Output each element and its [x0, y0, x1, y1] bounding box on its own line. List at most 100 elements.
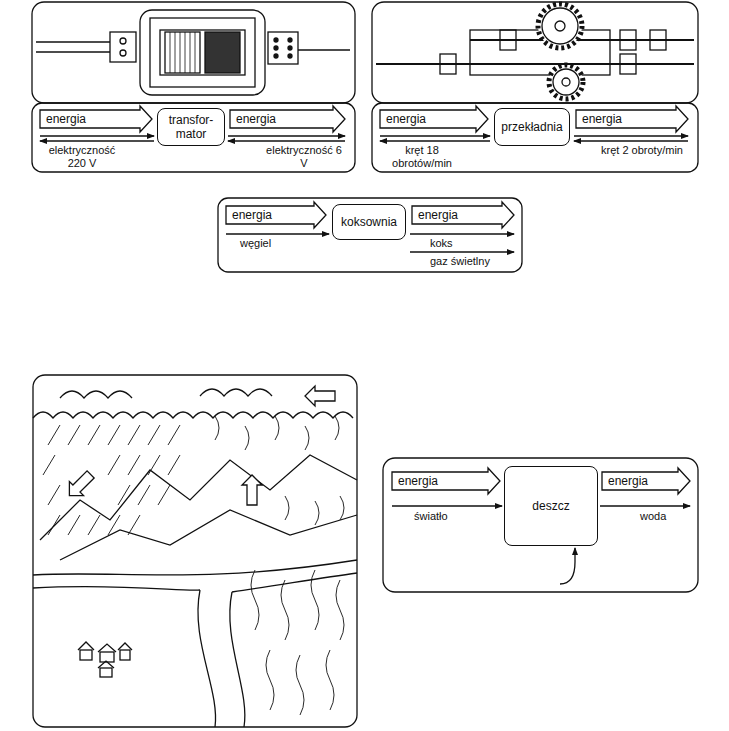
mountains: [60, 510, 357, 560]
wire: [36, 41, 110, 42]
screw: [274, 54, 278, 58]
flow-arrow: [410, 251, 514, 252]
bearing: [500, 30, 516, 50]
hollow-arrow: [62, 467, 97, 502]
house: [100, 652, 114, 662]
axle: [470, 39, 694, 41]
panel-frame: [32, 103, 355, 172]
process-box: przekładnia: [494, 108, 570, 146]
panel-frame: [372, 2, 698, 103]
flow-arrow: [574, 135, 688, 136]
flow-arrow: [600, 505, 690, 506]
flow-label: energia: [582, 112, 622, 126]
flow-arrow: [226, 233, 329, 234]
flow-label: energia: [608, 474, 648, 488]
terminal-block: [268, 32, 298, 64]
flow-label: kręt 18 obrotów/min: [380, 144, 464, 170]
gear: [553, 69, 579, 95]
screw: [120, 38, 126, 44]
wire: [298, 49, 350, 50]
transformer-frame: [140, 10, 265, 95]
process-box: deszcz: [504, 466, 598, 546]
house: [100, 668, 112, 677]
house: [118, 643, 132, 650]
panel-frame: [383, 458, 698, 592]
river: [198, 590, 245, 727]
flow-label: energia: [398, 474, 438, 488]
energy-arrow: [576, 106, 688, 132]
panel-frame: [372, 103, 698, 172]
flow-label: energia: [418, 208, 458, 222]
hollow-arrow: [305, 386, 335, 406]
energy-arrow: [392, 468, 500, 494]
process-box: koksownia: [332, 204, 406, 240]
gear-hub: [555, 21, 565, 31]
bearing: [620, 30, 636, 50]
energy-arrow: [230, 106, 345, 132]
house: [98, 661, 114, 668]
energy-arrow: [40, 106, 152, 132]
screw: [274, 38, 278, 42]
flow-label: gaz świetlny: [430, 255, 490, 268]
screw: [274, 46, 278, 50]
gear: [538, 4, 582, 48]
box-label: deszcz: [532, 499, 569, 513]
terminal-block: [110, 32, 136, 62]
flow-label: energia: [46, 112, 86, 126]
flow-arrow: [40, 140, 154, 141]
bearing: [650, 30, 666, 50]
box-label: transfor- mator: [161, 113, 221, 141]
flow-arrow: [392, 505, 502, 506]
cloud: [60, 389, 272, 398]
screw: [288, 38, 292, 42]
river: [33, 573, 357, 592]
coil-winding: [170, 32, 195, 73]
energy-arrow: [412, 202, 514, 228]
flow-arrow: [380, 140, 490, 141]
house: [120, 650, 130, 660]
flow-arrow: [574, 140, 688, 141]
axle: [376, 63, 694, 65]
box-label: przekładnia: [501, 120, 562, 134]
bearing: [620, 54, 636, 74]
base-plate: [470, 30, 610, 75]
flow-arrow: [410, 233, 514, 234]
energy-arrow: [602, 468, 690, 494]
flow-arrow: [40, 135, 154, 136]
mountains: [40, 455, 357, 540]
flow-label: koks: [430, 237, 453, 250]
screw: [288, 54, 292, 58]
house: [78, 642, 94, 650]
gear-hub: [562, 78, 570, 86]
cloud: [33, 412, 353, 418]
gear: [542, 8, 578, 44]
evaporation: [215, 416, 344, 715]
panel-frame: [33, 375, 357, 727]
screw: [288, 46, 292, 50]
flow-label: woda: [640, 510, 666, 523]
house: [80, 650, 92, 660]
transformer-frame: [150, 18, 255, 87]
screw: [120, 50, 126, 56]
flow-label: elektryczność 220 V: [40, 144, 124, 170]
process-box: transfor- mator: [157, 108, 225, 146]
transformer-core: [160, 30, 245, 75]
river: [33, 560, 357, 575]
flow-label: energia: [236, 112, 276, 126]
coil: [165, 32, 200, 73]
flow-label: węgiel: [240, 237, 271, 250]
flow-arrow: [228, 140, 345, 141]
flow-label: energia: [386, 112, 426, 126]
bearing: [440, 54, 456, 74]
flow-label: kręt 2 obroty/min: [600, 144, 684, 157]
flow-arrow: [228, 135, 345, 136]
panel-frame: [32, 2, 355, 103]
flow-label: elektryczność 6 V: [262, 144, 346, 170]
energy-arrow: [380, 106, 488, 132]
house: [98, 644, 116, 652]
flow-label: energia: [232, 208, 272, 222]
panel-frame: [218, 198, 522, 272]
hollow-arrow: [242, 475, 262, 505]
